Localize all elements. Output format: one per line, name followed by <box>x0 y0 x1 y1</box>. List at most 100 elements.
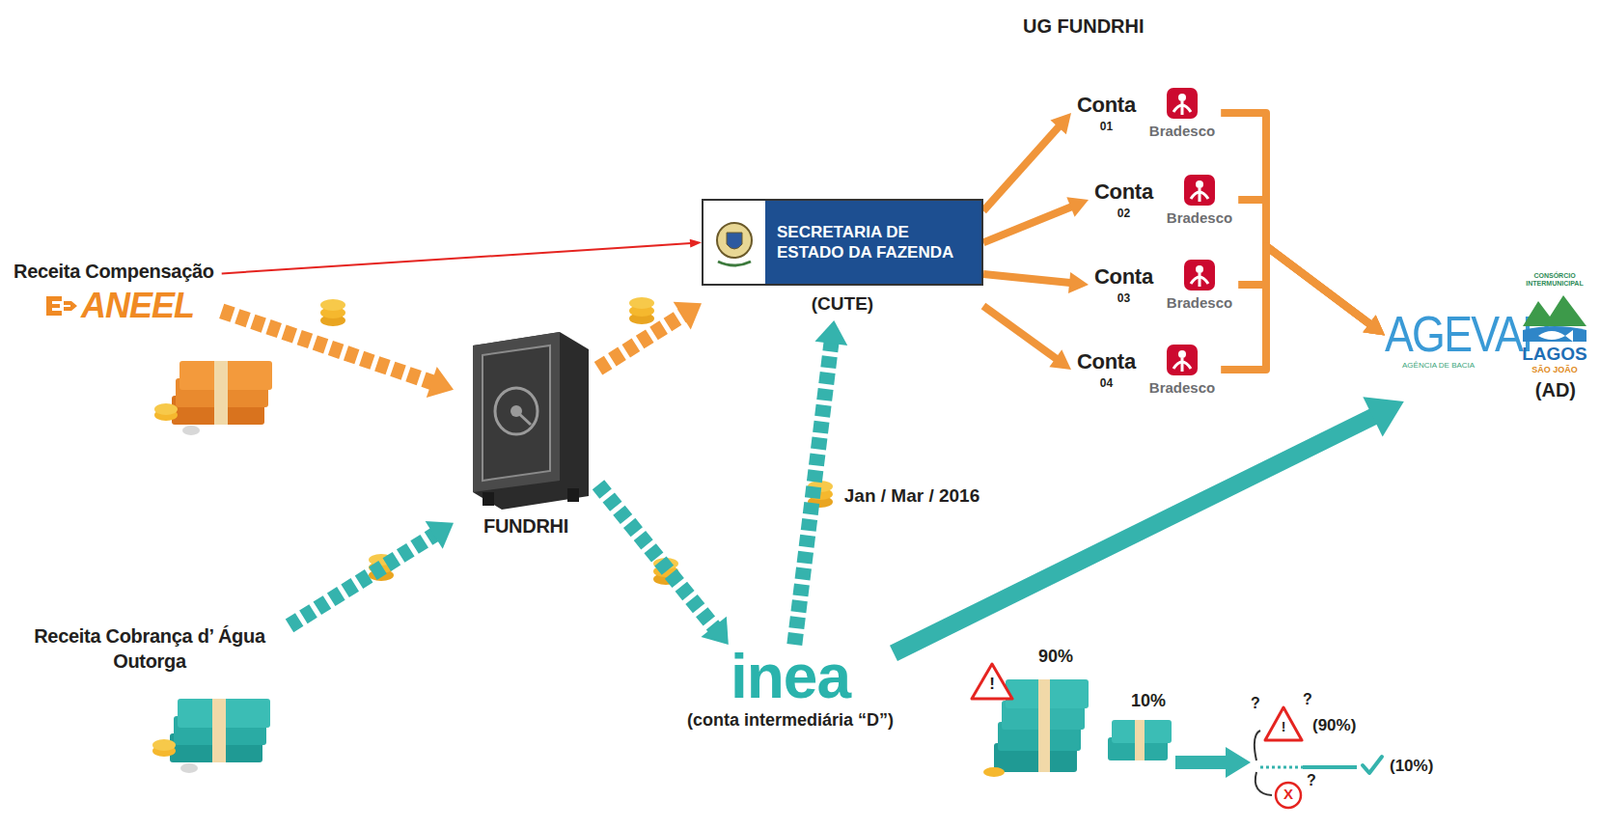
arrow-line <box>983 274 1071 283</box>
text-label: (10%) <box>1389 756 1434 776</box>
flow-arrow <box>983 112 1072 212</box>
account-row: Conta02Bradesco <box>1088 169 1239 230</box>
text-label: ! <box>982 674 1002 694</box>
flow-arrow <box>983 196 1089 243</box>
arrow-line <box>983 126 1059 211</box>
diagram-node: FUNDRHI <box>453 326 599 538</box>
logo-text: ANEEL <box>81 286 194 326</box>
text-label: 10% <box>1131 690 1166 712</box>
account-row: Conta01Bradesco <box>1071 82 1221 143</box>
flow-arrow <box>893 396 1405 654</box>
text-label: (90%) <box>1312 716 1356 736</box>
arrow-line <box>598 315 684 369</box>
arrow-line <box>1220 112 1371 325</box>
arrow-line <box>289 534 436 627</box>
bank-col: Bradesco <box>1149 86 1215 139</box>
arrow-head <box>700 616 728 645</box>
bank-col: Bradesco <box>1149 343 1215 396</box>
logo-wrap: CONSÓRCIO INTERMUNICIPAL LAGOSSÃO JOÃO <box>1518 272 1591 375</box>
logo-row: ANEEL <box>42 286 222 326</box>
arrow-head <box>1048 349 1072 370</box>
bank-icon <box>1165 343 1199 377</box>
diagram-node: Receita Cobrança d’ Água Outorga <box>9 613 290 674</box>
bank-col: Bradesco <box>1166 173 1233 226</box>
text-label: UG FUNDRHI <box>1022 15 1145 38</box>
text-label: ? <box>1306 772 1317 790</box>
text-label: ? <box>1250 694 1261 713</box>
coat-of-arms <box>710 215 759 270</box>
landscape-icon <box>1520 287 1589 344</box>
edge-label: Jan / Mar / 2016 <box>841 484 983 508</box>
account-row: Conta04Bradesco <box>1071 339 1221 400</box>
agency-box: SECRETARIA DE ESTADO DA FAZENDA <box>701 198 984 286</box>
diagram-node: Conta02Bradesco <box>1088 169 1239 230</box>
flow-arrow <box>1220 246 1385 370</box>
diagram-node: Conta04Bradesco <box>1071 339 1221 400</box>
account-number: 04 <box>1100 376 1113 390</box>
logo-text: LAGOS <box>1521 343 1588 365</box>
arrow-head <box>1068 272 1089 294</box>
flow-arrow <box>289 521 454 626</box>
arrow-head <box>673 302 702 331</box>
account-number: 01 <box>1100 119 1113 134</box>
diagram-node: Receita CompensaçãoANEEL <box>13 260 222 326</box>
arrow-line <box>983 305 1057 359</box>
bank-name: Bradesco <box>1166 209 1233 226</box>
logo-text: inea <box>730 644 851 709</box>
money-split <box>971 663 1382 808</box>
node-label: FUNDRHI <box>453 515 599 538</box>
bank-col: Bradesco <box>1166 258 1233 311</box>
account-code: (CUTE) <box>701 293 984 321</box>
diagram-node: CONSÓRCIO INTERMUNICIPAL LAGOSSÃO JOÃO <box>1518 272 1591 375</box>
bank-name: Bradesco <box>1166 294 1233 311</box>
flow-arrow <box>598 302 702 369</box>
flow-arrow <box>221 310 454 398</box>
bank-name: Bradesco <box>1149 379 1215 396</box>
text-label: ? <box>1302 690 1313 709</box>
safe-icon <box>453 326 599 510</box>
diagram-node: inea(conta intermediária “D”) <box>687 644 894 731</box>
flow-arrow <box>794 320 848 645</box>
arrow-line <box>1220 246 1371 370</box>
text-label: X <box>1275 785 1301 802</box>
emblem-panel <box>703 200 766 284</box>
account-col: Conta04 <box>1076 349 1136 390</box>
arrow-line <box>221 310 434 383</box>
arrow-line <box>794 342 831 645</box>
arrow-head <box>814 320 848 346</box>
diagram-node: SECRETARIA DE ESTADO DA FAZENDA (CUTE) <box>701 198 984 321</box>
logo-subtitle: SÃO JOÃO <box>1531 364 1578 375</box>
logo-wrap: inea(conta intermediária “D”) <box>687 644 894 731</box>
node-heading: Receita Cobrança d’ Água Outorga <box>9 613 290 674</box>
flow-arrow <box>221 239 702 275</box>
flow-arrow <box>983 305 1072 370</box>
arrow-line <box>983 206 1072 243</box>
arrow-head <box>1049 112 1072 135</box>
arrow-head <box>425 521 454 550</box>
logo-subtitle: AGÊNCIA DE BACIA <box>1402 360 1475 370</box>
account-col: Conta01 <box>1076 92 1136 134</box>
diagram-node: Conta03Bradesco <box>1088 254 1239 315</box>
agency-name-wrap: SECRETARIA DE ESTADO DA FAZENDA <box>765 200 982 284</box>
arrow-line <box>221 243 691 274</box>
account-word: Conta <box>1094 179 1154 205</box>
logo-heading: CONSÓRCIO INTERMUNICIPAL <box>1518 272 1591 288</box>
bank-icon <box>1165 86 1199 120</box>
agency-name: SECRETARIA DE ESTADO DA FAZENDA <box>776 221 970 263</box>
money-stack <box>152 698 271 773</box>
account-col: Conta02 <box>1094 179 1154 221</box>
text-label: ! <box>1275 718 1292 735</box>
arrow-head <box>426 366 454 398</box>
diagram-node: Conta01Bradesco <box>1071 82 1221 143</box>
arrow-line <box>893 416 1374 654</box>
arrow-head <box>689 239 702 249</box>
aneel-mark <box>42 292 82 320</box>
bank-name: Bradesco <box>1149 122 1215 139</box>
account-word: Conta <box>1094 264 1154 290</box>
arrow-head <box>1362 396 1404 437</box>
account-col: Conta03 <box>1094 264 1154 305</box>
account-note: (conta intermediária “D”) <box>687 710 894 731</box>
money-stack <box>154 360 273 436</box>
flow-arrow <box>598 484 729 645</box>
